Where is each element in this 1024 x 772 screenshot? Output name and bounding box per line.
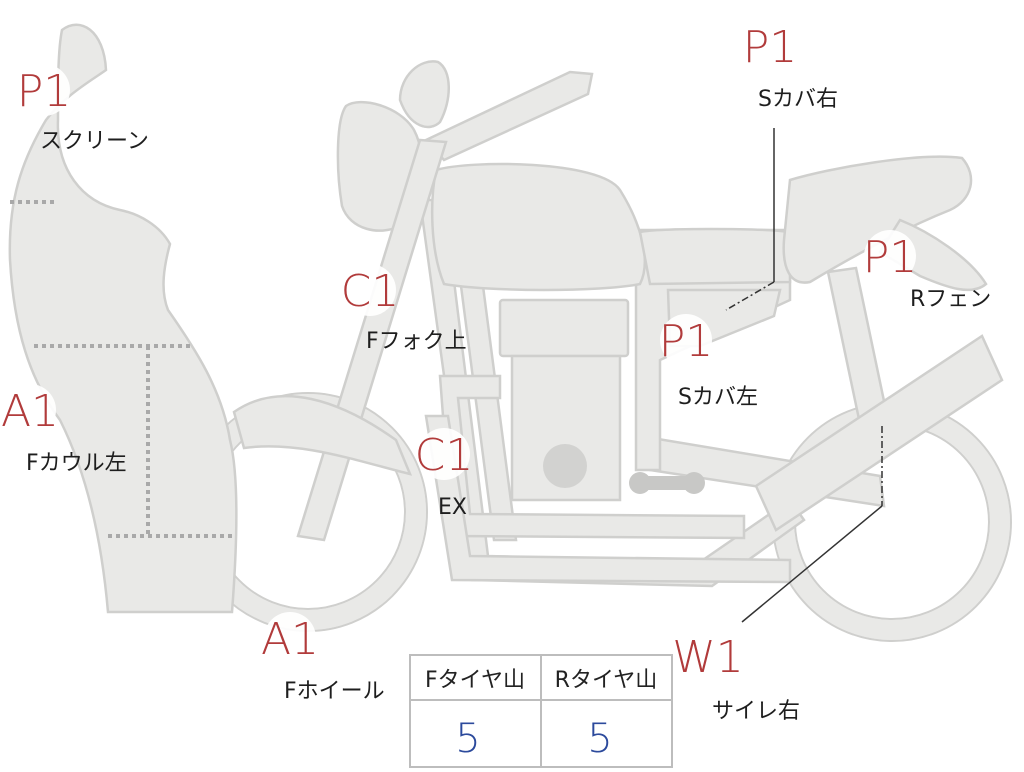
rear-tire-header: Rタイヤ山 [555,668,658,693]
part-label: EX [438,495,467,520]
rear-shock [826,266,890,426]
part-label: Rフェン [910,287,991,312]
annotation-ex: C1 EX [415,428,474,520]
damage-code: P1 [659,316,714,367]
annotation-s-cover-right: P1 Sカバ右 [743,20,838,112]
silencer [754,334,1004,532]
annotation-s-cover-left: P1 Sカバ左 [659,314,758,410]
foot-peg [636,476,696,490]
damage-code: P1 [743,22,798,73]
annotation-screen: P1 スクリーン [17,64,149,154]
damage-code: P1 [17,66,72,117]
tire-tread-table: Fタイヤ山 Rタイヤ山 5 5 [409,654,673,768]
part-label: Sカバ左 [678,385,758,410]
damage-code: A1 [261,614,319,665]
annotation-f-wheel: A1 Fホイール [261,612,385,704]
engine-cover [543,444,587,488]
part-label: スクリーン [40,129,149,154]
mirror [398,60,450,129]
front-tire-header: Fタイヤ山 [425,668,525,693]
part-label: Fホイール [284,679,385,704]
damage-code: A1 [1,386,59,437]
part-label: サイレ右 [712,699,800,724]
annotation-f-cowl-left: A1 Fカウル左 [1,384,127,476]
front-fender [232,394,413,476]
handlebar [423,70,594,162]
front-cowl [8,23,238,614]
damage-code: W1 [672,632,744,683]
annotation-silencer-right: W1 サイレ右 [672,630,800,724]
motorcycle-silhouette [8,23,1012,642]
fuel-tank [430,162,647,292]
rear-tire-value: 5 [587,716,612,762]
engine-top [498,298,630,358]
damage-code: P1 [863,232,918,283]
exhaust-pipe-upper [438,374,746,540]
seat-rear [782,155,973,284]
front-tire-value: 5 [455,716,480,762]
damage-code: C1 [415,430,474,481]
annotation-f-fork-upper: C1 Fフォク上 [341,264,467,354]
part-label: Sカバ右 [758,87,838,112]
engine-block [510,354,622,502]
seat-front [638,227,792,286]
part-label: Fフォク上 [366,329,467,354]
exhaust-pipe-lower [424,414,792,584]
part-label: Fカウル左 [26,451,127,476]
annotation-r-fender: P1 Rフェン [863,230,991,312]
damage-code: C1 [341,266,400,317]
